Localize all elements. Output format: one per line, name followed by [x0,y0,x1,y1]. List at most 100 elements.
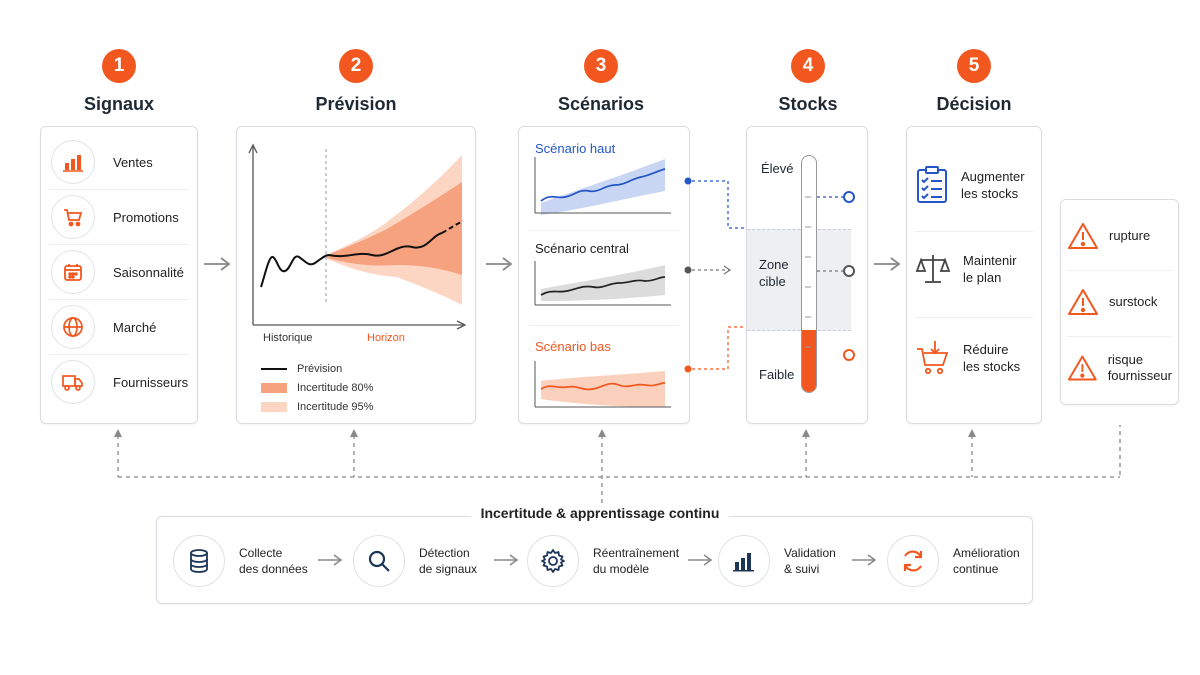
stock-level-target-1: Zone [759,257,789,272]
scenario-divider-1 [529,230,679,231]
loop-item-detect: Détection de signaux [353,535,477,587]
decision-divider-2 [915,317,1033,318]
decisions-card: Augmenter les stocks Maintenir le plan Réd… [906,126,1042,424]
signal-label-suppliers: Fournisseurs [113,374,189,390]
gear-icon [527,535,579,587]
balance-scale-icon [915,255,951,283]
loop-detect-line1: Détection [419,546,470,560]
loop-item-validate: Validation & suivi [718,535,836,587]
forecast-card: Historique Horizon Prévision Incertitude… [236,126,476,424]
step-5-title: Décision [936,94,1012,114]
stock-level-low: Faible [759,367,795,382]
decision-maintain-line1: Maintenir [963,253,1017,268]
decision-increase: Augmenter les stocks [915,165,1033,205]
signal-row-market: Marché [49,300,189,355]
decision-divider-1 [915,231,1033,232]
stock-gauge [801,155,817,393]
step-4-badge: 4 [791,49,825,83]
risk-overstock: surstock [1067,288,1172,316]
signal-label-sales: Ventes [113,154,153,170]
decision-reduce-line2: les stocks [963,359,1021,374]
risk-rupture: rupture [1067,222,1172,250]
step-4-title: Stocks [778,94,838,114]
step-2-title: Prévision [315,94,397,114]
scenario-central-title: Scénario central [535,241,629,256]
step-2-badge: 2 [339,49,373,83]
step-3-badge: 3 [584,49,618,83]
step-3-title: Scénarios [557,94,645,114]
signal-row-sales: Ventes [49,135,189,190]
signal-row-suppliers: Fournisseurs [49,355,189,409]
refresh-icon [887,535,939,587]
flow-arrow-2 [486,257,513,271]
stock-markers [817,191,855,361]
loop-validate-line2: & suivi [784,562,820,576]
decision-increase-line1: Augmenter [961,169,1025,184]
loop-arrow-3 [688,554,713,566]
signal-row-seasonality: Saisonnalité [49,245,189,300]
loop-retrain-line1: Réentraînement [593,546,680,560]
flow-arrow-1 [204,257,231,271]
stocks-card: Élevé Zone cible Faible [746,126,868,424]
bar-chart-icon [51,140,95,184]
loop-retrain-line2: du modèle [593,562,650,576]
decision-reduce-line1: Réduire [963,342,1009,357]
history-line [260,254,330,288]
loop-item-retrain: Réentraînement du modèle [527,535,679,587]
shopping-cart-icon [51,195,95,239]
decision-increase-line2: les stocks [961,186,1019,201]
forecast-line-dashed [441,220,464,234]
learning-loop-title: Incertitude & apprentissage continu [450,505,750,523]
signals-card: Ventes Promotions Saisonnalité Marché Fo… [40,126,198,424]
flow-arrow-4 [874,257,901,271]
warning-icon [1068,289,1098,315]
scenarios-card: Scénario haut Scénario central Scénario … [518,126,690,424]
step-5-badge: 5 [957,49,991,83]
loop-detect-line2: de signaux [419,562,478,576]
scenario-high-title: Scénario haut [535,141,616,156]
forecast-legend: Prévision Incertitude 80% Incertitude 95… [261,359,373,416]
scenario-high-chart [534,157,671,215]
search-icon [353,535,405,587]
loop-collect-line1: Collecte [239,546,283,560]
step-1-title: Signaux [83,94,154,114]
loop-validate-line1: Validation [784,546,836,560]
bar-chart-icon [718,535,770,587]
legend-label-80: Incertitude 80% [297,381,374,394]
signal-label-promotions: Promotions [113,209,179,225]
loop-improve-line2: continue [953,562,999,576]
risk-rupture-label: rupture [1109,228,1151,243]
learning-loop-title-text: Incertitude & apprentissage continu [470,505,730,521]
cart-down-icon [917,341,949,375]
legend-swatch-80 [261,382,287,393]
forecast-line [328,232,443,258]
calendar-icon [51,250,95,294]
loop-arrow-2 [494,554,519,566]
truck-icon [51,360,95,404]
globe-icon [51,305,95,349]
scenario-low-title: Scénario bas [535,339,611,354]
loop-arrow-1 [318,554,343,566]
scenario-central-chart [534,261,671,306]
risk-supplier-line1: risque [1107,352,1144,367]
database-icon [173,535,225,587]
forecast-xlabel-right: Horizon [367,332,405,344]
scenario-low-chart [534,361,671,408]
risk-divider-2 [1067,336,1172,337]
stock-level-high: Élevé [761,161,794,176]
risk-supplier-line2: fournisseur [1107,368,1172,383]
legend-swatch-forecast [261,367,287,370]
warning-icon [1068,223,1098,249]
legend-swatch-95 [261,401,287,412]
legend-label-95: Incertitude 95% [297,400,374,413]
loop-arrow-4 [852,554,877,566]
warning-icon [1067,355,1097,381]
clipboard-checklist-icon [917,166,947,203]
decision-maintain: Maintenir le plan [915,251,1033,287]
risk-overstock-label: surstock [1109,294,1158,309]
decision-maintain-line2: le plan [963,270,1002,285]
